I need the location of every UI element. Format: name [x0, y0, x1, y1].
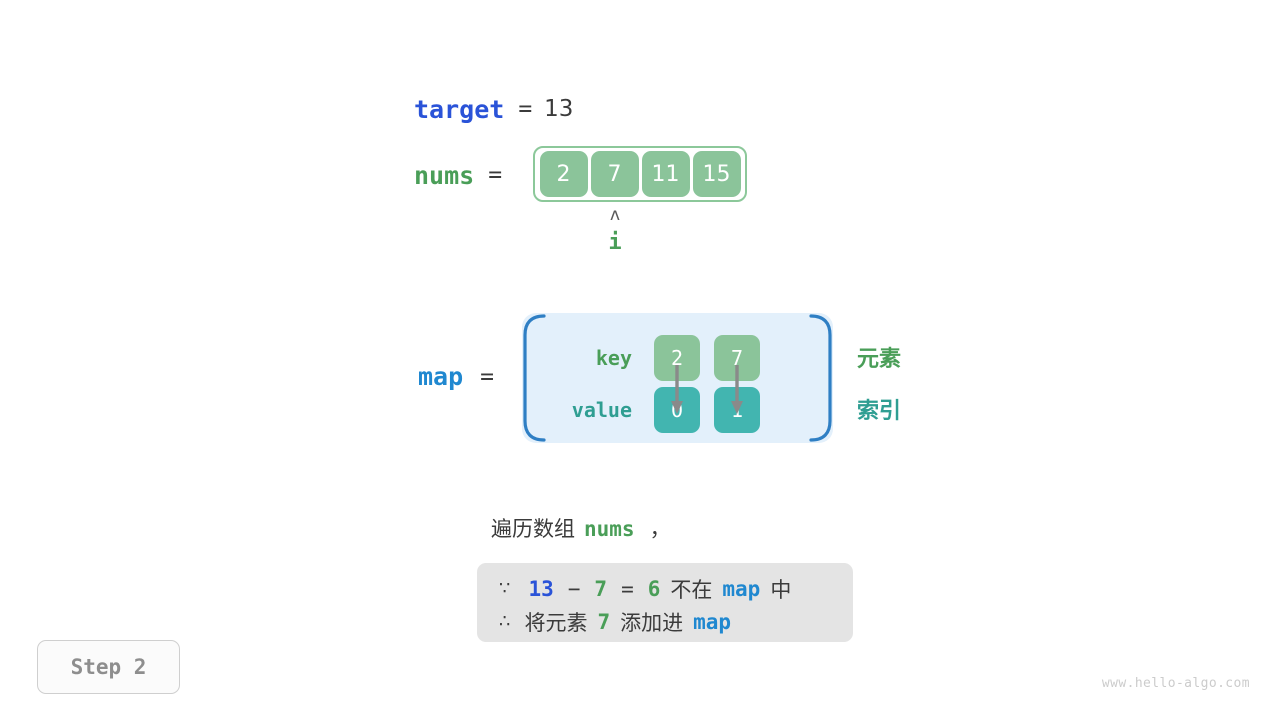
narration-keyword-nums: nums: [584, 517, 635, 541]
narration-comma: ，: [649, 517, 671, 541]
explanation-minus-sign: −: [567, 576, 581, 601]
map-variable-label: map: [418, 362, 464, 391]
map-key-row: key 2 7: [558, 335, 774, 381]
map-value-row: value 0 1: [558, 387, 774, 433]
narration-text: 遍历数组 nums ，: [491, 513, 671, 543]
array-cell: 15: [692, 151, 741, 197]
explanation-map-word: map: [722, 576, 761, 601]
map-key-cell: 7: [714, 335, 760, 381]
side-label-element: 元素: [857, 347, 902, 372]
hashmap-container: key 2 7 value 0 1: [522, 313, 833, 443]
narration-prefix: 遍历数组: [491, 517, 575, 541]
step-badge: Step 2: [37, 640, 180, 694]
explanation-current-value: 7: [594, 576, 608, 601]
explanation-equals-sign: =: [621, 576, 634, 601]
watermark: www.hello-algo.com: [1101, 676, 1250, 691]
array-cell: 7: [590, 151, 639, 197]
pointer-label-i: i: [608, 230, 622, 255]
index-pointer-group: ʌ i: [592, 206, 638, 255]
map-equals-sign: =: [480, 363, 495, 390]
array-cell: 2: [539, 151, 588, 197]
array-cell: 11: [641, 151, 690, 197]
nums-row: nums =: [414, 158, 514, 192]
explanation-text-end: 中: [770, 577, 792, 602]
target-equals-sign: =: [518, 96, 533, 122]
explanation-result-value: 6: [647, 576, 661, 601]
explanation-box: ∵ 13 − 7 = 6 不在 map 中 ∴ 将元素 7 添加进 map: [477, 563, 853, 642]
map-value-cell: 1: [714, 387, 760, 433]
explanation-line-2: ∴ 将元素 7 添加进 map: [499, 605, 853, 638]
explanation-element-value: 7: [597, 609, 611, 634]
because-symbol: ∵: [499, 578, 511, 599]
nums-array-container: 2 7 11 15: [533, 146, 747, 202]
explanation-text-mid: 不在: [670, 577, 713, 602]
nums-variable-label: nums: [414, 160, 475, 190]
map-value-cell: 0: [654, 387, 700, 433]
therefore-symbol: ∴: [499, 611, 511, 632]
caret-up-icon: ʌ: [609, 205, 621, 225]
nums-equals-sign: =: [488, 162, 503, 188]
map-key-cell: 2: [654, 335, 700, 381]
map-key-label: key: [595, 346, 632, 370]
target-row: target = 13: [414, 92, 573, 126]
map-label-row: map =: [418, 362, 494, 391]
side-label-index: 索引: [857, 399, 902, 424]
explanation-target-value: 13: [528, 576, 554, 601]
map-value-label: value: [571, 398, 632, 422]
explanation-map-word-2: map: [693, 609, 732, 634]
explanation-text-mid-2: 添加进: [620, 610, 684, 635]
target-variable-label: target: [414, 94, 505, 124]
explanation-text-start: 将元素: [524, 610, 588, 635]
explanation-line-1: ∵ 13 − 7 = 6 不在 map 中: [499, 572, 853, 605]
target-value: 13: [544, 96, 574, 122]
